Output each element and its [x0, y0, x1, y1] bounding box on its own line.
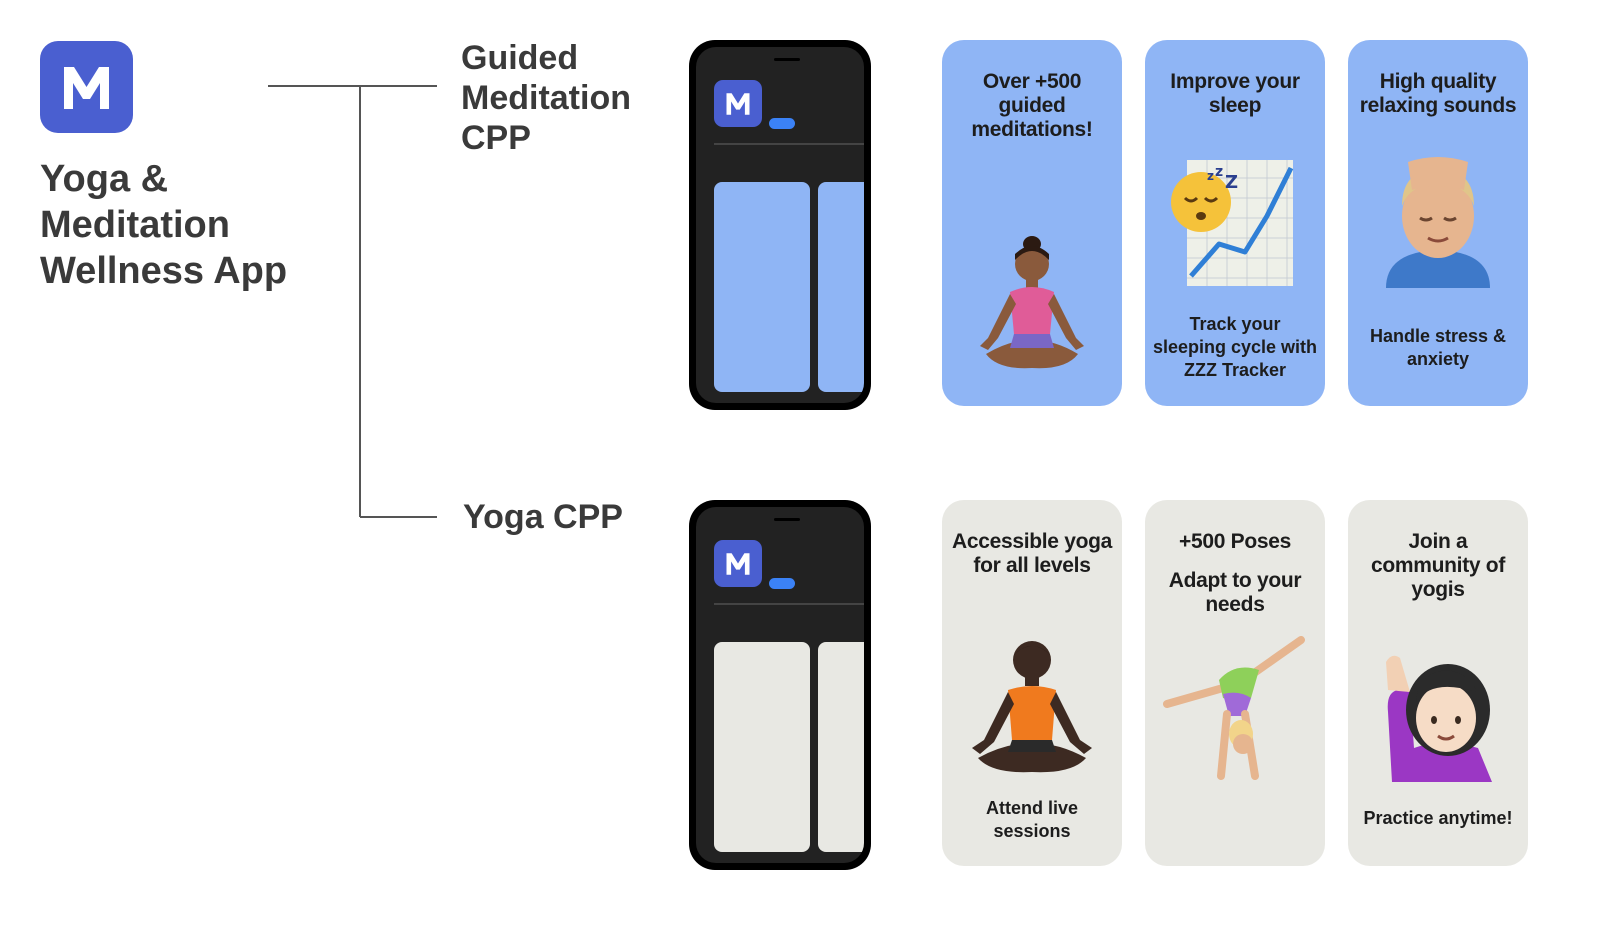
card-accessible-yoga: Accessible yoga for all levels Attend li…	[942, 500, 1122, 866]
screenshot-placeholder	[714, 642, 810, 852]
card-caption: Track your sleeping cycle with ZZZ Track…	[1152, 314, 1318, 380]
card-relaxing-sounds: High quality relaxing sounds Handle stre…	[1348, 40, 1528, 406]
card-improve-sleep: Improve your sleep z z Z Track your slee…	[1145, 40, 1325, 406]
m-logo-icon	[726, 93, 750, 115]
raising-hand-icon	[1386, 655, 1492, 782]
screenshot-placeholder	[818, 182, 864, 392]
screenshot-placeholder	[818, 642, 864, 852]
sleep-chart-icon: z z Z	[1171, 160, 1294, 286]
card-guided-meditations: Over +500 guided meditations!	[942, 40, 1122, 406]
m-logo-icon	[726, 553, 750, 575]
mini-app-icon	[714, 540, 762, 587]
card-caption: Attend live sessions	[985, 798, 1078, 841]
card-subheading: Adapt to your needs	[1168, 569, 1302, 616]
phone-screen	[696, 47, 864, 403]
mini-app-icon	[714, 80, 762, 127]
card-caption: Practice anytime!	[1363, 808, 1513, 828]
head-massage-icon	[1386, 157, 1490, 288]
meditating-man-icon	[972, 641, 1092, 773]
card-500-poses: +500 Poses Adapt to your needs	[1145, 500, 1325, 866]
app-icon	[40, 41, 133, 133]
card-caption: Handle stress & anxiety	[1369, 326, 1507, 369]
card-heading: Over +500 guided meditations!	[971, 70, 1093, 141]
branch-label-yoga: Yoga CPP	[463, 498, 623, 536]
meditating-woman-icon	[980, 236, 1084, 369]
m-logo-icon	[64, 67, 109, 109]
svg-text:z: z	[1215, 164, 1223, 180]
screen-divider	[714, 603, 864, 605]
phone-notch	[774, 58, 800, 61]
mini-button	[769, 118, 795, 129]
mini-button	[769, 578, 795, 589]
card-heading: Accessible yoga for all levels	[951, 530, 1113, 577]
app-title: Yoga & Meditation Wellness App	[40, 158, 288, 292]
card-heading: +500 Poses	[1178, 530, 1291, 553]
screen-divider	[714, 143, 864, 145]
phone-mockup-yoga	[689, 500, 871, 870]
card-heading: Join a community of yogis	[1370, 530, 1506, 601]
card-heading: Improve your sleep	[1170, 70, 1300, 117]
phone-notch	[774, 518, 800, 521]
cartwheel-icon	[1163, 636, 1305, 780]
screenshot-placeholder	[714, 182, 810, 392]
branch-label-guided-meditation: Guided Meditation CPP	[461, 39, 631, 157]
card-community: Join a community of yogis Practice anyti…	[1348, 500, 1528, 866]
card-heading: High quality relaxing sounds	[1359, 70, 1517, 117]
phone-mockup-meditation	[689, 40, 871, 410]
svg-text:Z: Z	[1225, 172, 1238, 193]
svg-text:z: z	[1207, 169, 1214, 183]
phone-screen	[696, 507, 864, 863]
